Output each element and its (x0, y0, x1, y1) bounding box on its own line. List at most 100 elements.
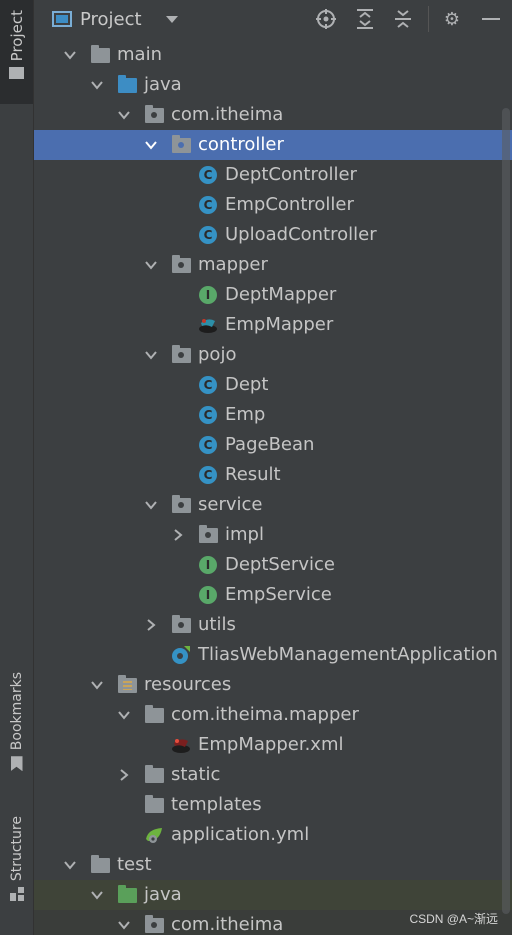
package-icon (171, 344, 191, 365)
hide-icon[interactable] (480, 8, 502, 30)
tree-item-result[interactable]: C Result (34, 460, 512, 490)
scrollbar[interactable] (502, 108, 510, 914)
tree-item-controller[interactable]: controller (34, 130, 512, 160)
chevron-down-icon[interactable] (116, 917, 132, 933)
chevron-down-icon[interactable] (89, 677, 105, 693)
chevron-down-icon[interactable] (143, 257, 159, 273)
chevron-down-icon[interactable] (143, 347, 159, 363)
tree-item-main[interactable]: main (34, 40, 512, 70)
tree-item-label: test (117, 854, 152, 875)
tree-item-templates[interactable]: templates (34, 790, 512, 820)
tree-item-java[interactable]: java (34, 70, 512, 100)
package-icon (144, 104, 164, 125)
project-view-title[interactable]: Project (80, 8, 142, 30)
tool-window-strip: Project Bookmarks Structure (0, 0, 34, 935)
bookmarks-tool-tab[interactable]: Bookmarks (0, 668, 33, 788)
expand-all-icon[interactable] (354, 8, 376, 30)
tree-item-label: com.itheima.mapper (171, 704, 359, 725)
chevron-down-icon[interactable] (116, 707, 132, 723)
package-icon (198, 524, 218, 545)
tree-item-impl[interactable]: impl (34, 520, 512, 550)
gear-icon[interactable]: ⚙ (443, 8, 461, 30)
tree-item-label: java (144, 884, 182, 905)
chevron-down-icon[interactable] (89, 77, 105, 93)
tree-item-utils[interactable]: utils (34, 610, 512, 640)
package-icon (171, 254, 191, 275)
tree-item-label: PageBean (225, 434, 315, 455)
project-tool-tab[interactable]: Project (0, 0, 33, 104)
tree-item-emp[interactable]: C Emp (34, 400, 512, 430)
tree-item-test[interactable]: test (34, 850, 512, 880)
class-icon: C (198, 435, 218, 455)
tree-item-label: service (198, 494, 263, 515)
class-icon: C (198, 405, 218, 425)
chevron-right-icon[interactable] (143, 617, 159, 633)
interface-icon: I (198, 555, 218, 575)
tree-item-empmapper[interactable]: EmpMapper (34, 310, 512, 340)
package-icon (171, 494, 191, 515)
tree-item-static[interactable]: static (34, 760, 512, 790)
chevron-down-icon[interactable] (143, 137, 159, 153)
chevron-right-icon[interactable] (116, 767, 132, 783)
project-tab-label: Project (7, 10, 26, 62)
tree-item-label: controller (198, 134, 284, 155)
chevron-down-icon[interactable] (62, 47, 78, 63)
project-view-icon (52, 11, 72, 27)
tree-item-java[interactable]: java (34, 880, 512, 910)
tree-item-com-itheima-mapper[interactable]: com.itheima.mapper (34, 700, 512, 730)
locate-file-icon[interactable] (315, 8, 337, 30)
class-icon: C (198, 465, 218, 485)
view-dropdown-icon[interactable] (165, 15, 178, 23)
structure-tool-tab[interactable]: Structure (0, 812, 33, 912)
tree-item-resources[interactable]: resources (34, 670, 512, 700)
structure-tab-label: Structure (8, 816, 25, 882)
tree-item-label: EmpService (225, 584, 332, 605)
tree-item-mapper[interactable]: mapper (34, 250, 512, 280)
chevron-down-icon[interactable] (89, 887, 105, 903)
tree-item-label: utils (198, 614, 236, 635)
tree-item-service[interactable]: service (34, 490, 512, 520)
tree-item-pojo[interactable]: pojo (34, 340, 512, 370)
tree-item-label: com.itheima (171, 104, 284, 125)
test-folder-icon (117, 884, 137, 905)
tree-item-label: mapper (198, 254, 268, 275)
tree-item-label: impl (225, 524, 264, 545)
class-icon: C (198, 375, 218, 395)
mybatis-xml-icon (171, 735, 191, 755)
package-icon (171, 614, 191, 635)
tree-item-label: main (117, 44, 162, 65)
folder-icon (144, 764, 164, 785)
tree-item-label: Emp (225, 404, 266, 425)
chevron-down-icon[interactable] (62, 857, 78, 873)
project-header: Project ⚙ (34, 0, 512, 38)
tree-item-dept[interactable]: C Dept (34, 370, 512, 400)
tree-item-label: application.yml (171, 824, 310, 845)
tree-item-label: EmpController (225, 194, 354, 215)
tree-item-empmapper-xml[interactable]: EmpMapper.xml (34, 730, 512, 760)
tree-item-com-itheima[interactable]: com.itheima (34, 910, 512, 935)
folder-icon (90, 44, 110, 65)
tree-item-tliaswebmanagementapplication[interactable]: TliasWebManagementApplication (34, 640, 512, 670)
mybatis-icon (198, 315, 218, 335)
structure-icon (9, 887, 24, 902)
collapse-all-icon[interactable] (392, 8, 414, 30)
chevron-down-icon[interactable] (143, 497, 159, 513)
tree-item-label: Dept (225, 374, 269, 395)
tree-item-label: DeptController (225, 164, 357, 185)
tree-item-label: resources (144, 674, 232, 695)
tree-item-pagebean[interactable]: C PageBean (34, 430, 512, 460)
chevron-down-icon[interactable] (116, 107, 132, 123)
tree-item-com-itheima[interactable]: com.itheima (34, 100, 512, 130)
tree-item-label: TliasWebManagementApplication (198, 644, 498, 665)
tree-item-label: Result (225, 464, 281, 485)
tree-item-label: UploadController (225, 224, 377, 245)
tree-item-application-yml[interactable]: application.yml (34, 820, 512, 850)
chevron-right-icon[interactable] (170, 527, 186, 543)
